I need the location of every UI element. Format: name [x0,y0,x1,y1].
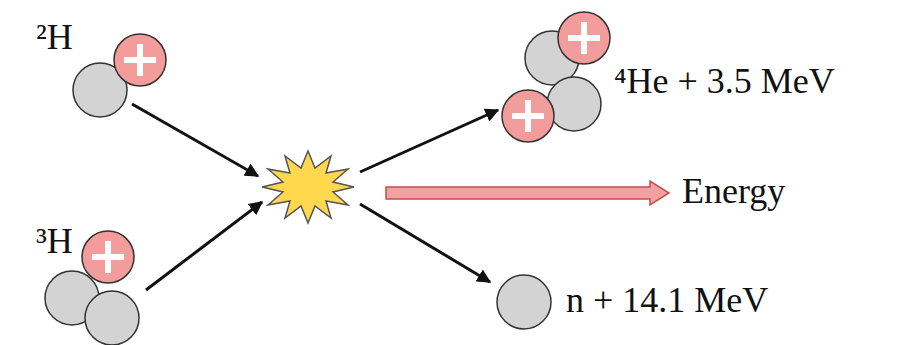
energy-label: Energy [682,172,785,212]
isotope-label: ²H [36,18,73,58]
isotope-label: ³H [36,222,73,262]
product-label: ⁴He + 3.5 MeV [614,62,835,102]
product-label: n + 14.1 MeV [566,281,768,321]
neutron [497,275,551,329]
deuterium-nucleus [73,34,166,117]
fusion-burst [262,151,354,223]
reaction-arrow [132,104,258,176]
reaction-arrow [360,204,490,282]
helium-nucleus [502,12,610,142]
energy-arrow [386,181,669,205]
reaction-arrow [360,110,498,172]
reaction-arrow [146,202,262,290]
